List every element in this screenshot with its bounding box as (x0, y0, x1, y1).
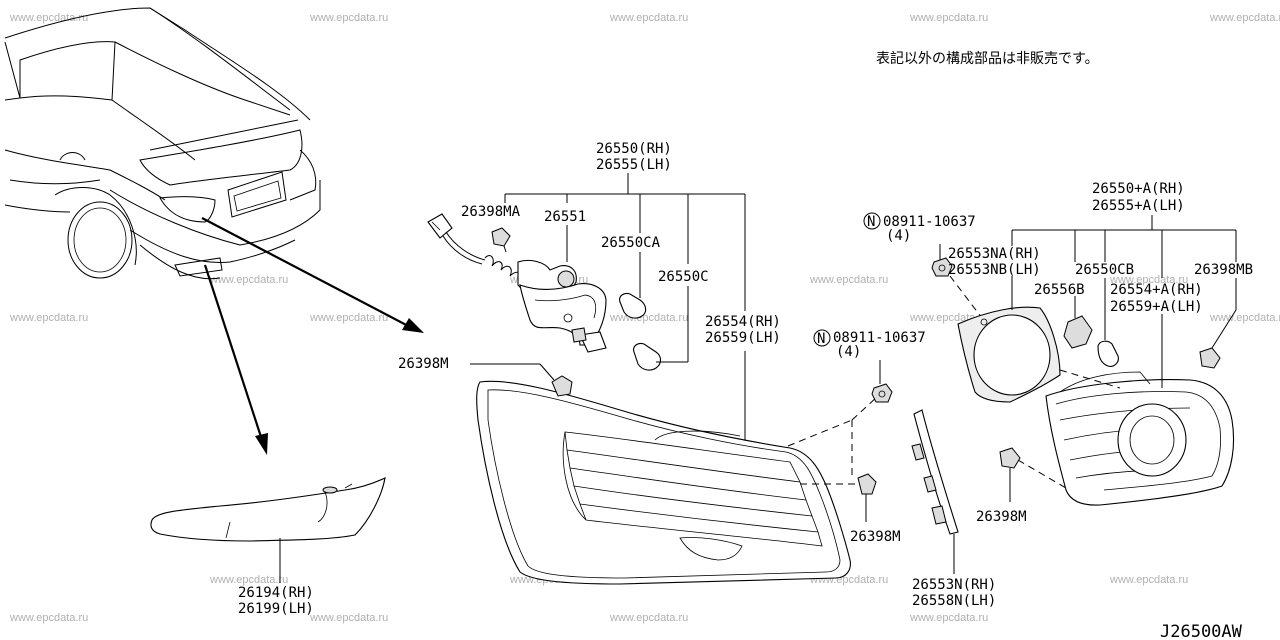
label-26398M-lower: 26398M (850, 529, 901, 545)
watermark: www.epcdata.ru (909, 612, 988, 624)
watermark: www.epcdata.ru (1109, 274, 1188, 286)
nut-symbol: N (867, 214, 875, 230)
parts-note: 表記以外の構成部品は非販売です。 (876, 50, 1099, 67)
pointer-arrows (201, 217, 424, 455)
label-26556B: 26556B (1034, 282, 1085, 298)
label-26558N: 26558N(LH) (912, 593, 996, 609)
label-26553NB: 26553NB(LH) (948, 262, 1041, 278)
watermark: www.epcdata.ru (309, 612, 388, 624)
label-26398MA: 26398MA (461, 204, 521, 220)
label-26550: 26550(RH) (596, 141, 672, 157)
label-08911-upper: 08911-10637 (883, 214, 976, 230)
watermark: www.epcdata.ru (609, 12, 688, 24)
label-08911-lower-qty: (4) (836, 344, 861, 360)
label-26194: 26194(RH) (238, 585, 314, 601)
watermark: www.epcdata.ru (1209, 12, 1280, 24)
outer-tail-lamp: 26398M 26398M N 08911-10637 (4) (398, 329, 926, 585)
label-08911-upper-qty: (4) (886, 228, 911, 244)
car-rear-illustration (4, 7, 321, 280)
label-26553N: 26553N(RH) (912, 577, 996, 593)
label-08911-lower: 08911-10637 (833, 330, 926, 346)
label-26555A: 26555+A(LH) (1092, 198, 1185, 214)
label-26554: 26554(RH) (705, 314, 781, 330)
watermark: www.epcdata.ru (1209, 312, 1280, 324)
label-26398MB: 26398MB (1194, 262, 1253, 278)
gasket-strip: 26553N(RH) 26558N(LH) (911, 409, 996, 609)
watermark: www.epcdata.ru (9, 612, 88, 624)
watermark: www.epcdata.ru (1109, 574, 1188, 586)
label-26555: 26555(LH) (596, 157, 672, 173)
label-26553NA: 26553NA(RH) (948, 246, 1041, 262)
label-26550C: 26550C (658, 269, 709, 285)
label-26550A: 26550+A(RH) (1092, 181, 1185, 197)
label-26551: 26551 (544, 209, 586, 225)
label-26554A: 26554+A(RH) (1110, 282, 1203, 298)
nut-symbol: N (817, 331, 825, 347)
watermark: www.epcdata.ru (309, 12, 388, 24)
socket-harness (427, 213, 662, 371)
watermark: www.epcdata.ru (9, 12, 88, 24)
label-26559A: 26559+A(LH) (1110, 299, 1203, 315)
label-26199: 26199(LH) (238, 601, 314, 617)
watermark: www.epcdata.ru (909, 12, 988, 24)
label-26550CA: 26550CA (601, 235, 661, 251)
watermark: www.epcdata.ru (9, 312, 88, 324)
watermark: www.epcdata.ru (209, 574, 288, 586)
watermark: www.epcdata.ru (209, 274, 288, 286)
rear-reflector: 26194(RH) 26199(LH) (150, 477, 386, 617)
label-26559: 26559(LH) (705, 330, 781, 346)
watermark: www.epcdata.ru (609, 312, 688, 324)
leaders-26550: 26550(RH) 26555(LH) 26398MA 26551 26550C… (461, 141, 781, 440)
watermark: www.epcdata.ru (309, 312, 388, 324)
label-26398M-right: 26398M (976, 509, 1027, 525)
inner-lamp-group: N 08911-10637 (4) 26398M (863, 181, 1253, 525)
watermark: www.epcdata.ru (809, 274, 888, 286)
label-26550CB: 26550CB (1075, 262, 1134, 278)
diagram-code: J26500AW (1160, 622, 1243, 640)
label-26398M-upper: 26398M (398, 356, 449, 372)
watermark: www.epcdata.ru (609, 612, 688, 624)
